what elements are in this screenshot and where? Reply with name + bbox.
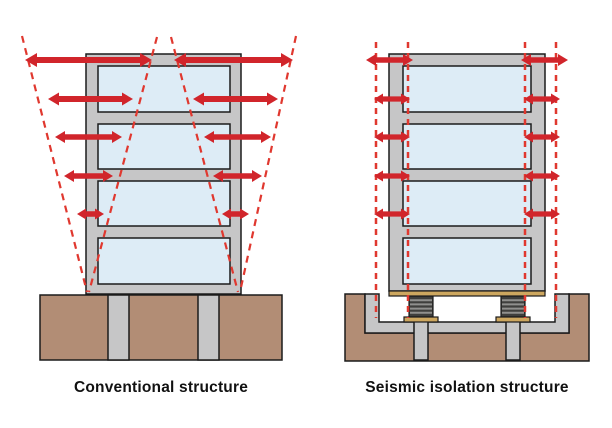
sway-arrow [48,92,133,106]
window-pane [402,65,532,113]
sway-envelope-dashed-line [238,35,298,293]
movement-arrow [524,93,560,105]
base-plate [388,290,546,297]
sway-arrow [25,53,152,67]
conventional-structure-diagram [20,35,298,361]
sway-arrow [77,208,104,220]
isolation-bearing-plate [403,316,439,323]
movement-arrow [374,170,410,182]
window-pane [97,65,231,113]
movement-arrow [521,54,568,66]
sway-envelope-dashed-line [87,36,159,293]
foundation-pile [413,317,429,361]
movement-arrow [524,170,560,182]
foundation-pile [197,294,220,361]
movement-arrow [374,131,410,143]
window-pane [97,237,231,285]
caption-seismic-isolation-structure: Seismic isolation structure [365,379,569,396]
movement-arrow [374,208,410,220]
caption-conventional-structure: Conventional structure [73,379,249,396]
sway-arrow [55,131,122,143]
movement-arrow [374,93,410,105]
sway-arrow [222,208,249,220]
isolation-bearing-body [500,295,526,318]
window-pane [97,123,231,170]
sway-arrow [213,170,262,182]
window-pane [402,237,532,285]
sway-envelope-dashed-line [169,36,240,293]
foundation-pile [107,294,130,361]
window-pane [97,180,231,227]
window-pane [402,180,532,227]
sway-arrow [174,53,293,67]
movement-arrow [524,131,560,143]
sway-envelope-dashed-line [20,35,89,293]
isolation-bearing-body [408,295,434,318]
foundation-block [39,294,283,361]
sway-arrow [193,92,278,106]
sway-arrow [64,170,113,182]
foundation-pit-lining [364,293,570,334]
isolation-bearing-plate [495,316,531,323]
movement-arrow [524,208,560,220]
sway-arrow [204,131,271,143]
seismic-isolation-structure-diagram [344,42,590,362]
movement-arrow [366,54,413,66]
foundation-pile [505,317,521,361]
window-pane [402,123,532,170]
